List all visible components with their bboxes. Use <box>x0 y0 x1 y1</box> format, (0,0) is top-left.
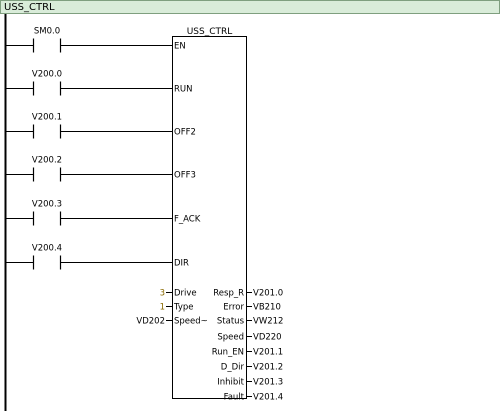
block-output: Error VB210 <box>223 303 281 313</box>
contact-no[interactable] <box>32 167 62 182</box>
block-input-pin: OFF2 <box>174 128 196 138</box>
param-value[interactable]: 1 <box>160 303 165 313</box>
output-address[interactable]: V201.3 <box>253 378 283 388</box>
output-address[interactable]: V201.4 <box>253 393 283 403</box>
param-pin-label: Drive <box>174 289 197 299</box>
contact-no[interactable] <box>32 255 62 270</box>
block-param-input: 3 Drive <box>160 289 197 299</box>
contact-address[interactable]: SM0.0 <box>34 27 60 37</box>
output-pin-label: Run_EN <box>212 348 244 358</box>
function-block[interactable] <box>172 36 247 399</box>
contact-no[interactable] <box>32 211 62 226</box>
output-pin-label: Resp_R <box>213 289 244 299</box>
output-address[interactable]: V201.0 <box>253 289 283 299</box>
contact-address[interactable]: V200.2 <box>32 156 62 166</box>
param-value[interactable]: 3 <box>160 289 165 299</box>
contact-address[interactable]: V200.0 <box>32 70 62 80</box>
output-pin-label: D_Dir <box>221 363 245 373</box>
block-name: USS_CTRL <box>187 27 233 37</box>
block-output: D_Dir V201.2 <box>221 363 283 373</box>
block-output: Fault V201.4 <box>224 393 284 403</box>
block-input-pin: OFF3 <box>174 171 196 181</box>
output-address[interactable]: VW212 <box>253 317 283 327</box>
param-value[interactable]: VD202 <box>136 317 165 327</box>
block-output: Run_EN V201.1 <box>212 348 283 358</box>
output-pin-label: Status <box>217 317 245 327</box>
output-pin-label: Inhibit <box>217 378 244 388</box>
output-pin-label: Speed <box>217 333 244 343</box>
contact-no[interactable] <box>32 38 62 53</box>
contact-address[interactable]: V200.4 <box>32 244 62 254</box>
block-input-pin: F_ACK <box>174 215 201 225</box>
block-param-input: 1 Type <box>160 303 194 313</box>
block-input-pin: DIR <box>174 259 189 269</box>
contact-no[interactable] <box>32 124 62 139</box>
block-input-pin: EN <box>174 42 186 52</box>
output-address[interactable]: VD220 <box>253 333 282 343</box>
contact-address[interactable]: V200.1 <box>32 113 62 123</box>
contact-no[interactable] <box>32 81 62 96</box>
output-pin-label: Error <box>223 303 244 313</box>
block-output: Speed VD220 <box>217 333 281 343</box>
rung: V200.3F_ACK <box>6 200 201 226</box>
output-address[interactable]: V201.2 <box>253 363 283 373</box>
output-address[interactable]: VB210 <box>253 303 281 313</box>
output-pin-label: Fault <box>224 393 245 403</box>
param-pin-label: Type <box>173 303 194 313</box>
block-output: Status VW212 <box>217 317 284 327</box>
contact-address[interactable]: V200.3 <box>32 200 62 210</box>
block-param-input: VD202 Speed~ <box>136 317 207 327</box>
block-output: Resp_R V201.0 <box>213 289 283 299</box>
block-input-pin: RUN <box>174 85 193 95</box>
output-address[interactable]: V201.1 <box>253 348 283 358</box>
block-output: Inhibit V201.3 <box>217 378 283 388</box>
param-pin-label: Speed~ <box>174 317 208 327</box>
rung: SM0.0EN <box>6 27 186 53</box>
